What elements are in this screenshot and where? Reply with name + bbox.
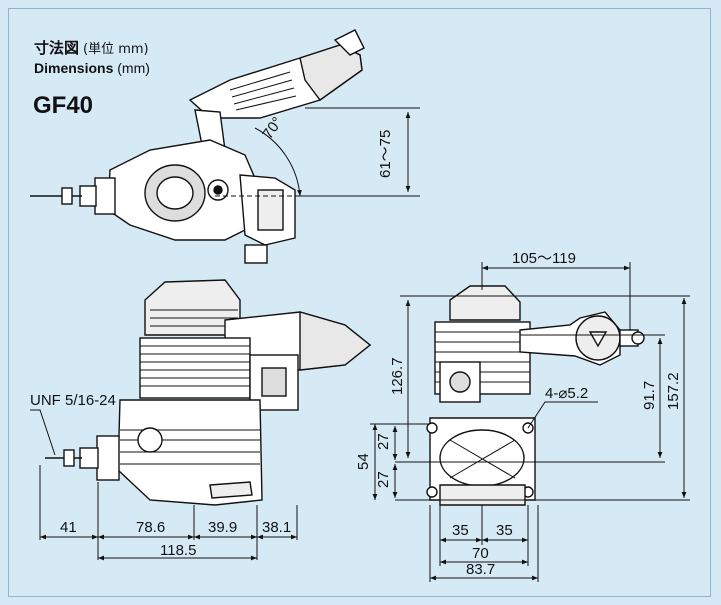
rear-view-engine [426,285,645,506]
title-japanese: 寸法図(単位 mm) [34,39,149,57]
dim-105-119: 105〜119 [512,250,576,267]
dim-126-7: 126.7 [389,357,406,395]
dim-39-9: 39.9 [208,519,237,536]
rear-view-dimensions [370,262,690,582]
angle-label: 70° [259,114,286,142]
top-view-dimensions [215,107,420,197]
dim-27-lower: 27 [375,471,392,488]
dim-91-7: 91.7 [641,381,658,410]
dim-38-1: 38.1 [262,519,291,536]
side-view-dimensions [39,465,298,561]
height-range-label: 61〜75 [377,130,394,178]
title-english: Dimensions (mm) [34,60,150,76]
side-view-engine [45,279,372,506]
dim-70: 70 [472,545,489,562]
dim-35-right: 35 [496,522,513,539]
dim-35-left: 35 [452,522,469,539]
border-frame [8,8,711,597]
dim-27-upper: 27 [375,433,392,450]
top-view-engine [30,29,365,264]
dim-41: 41 [60,519,77,536]
dim-157-2: 157.2 [665,372,682,410]
holes-label: 4-⌀5.2 [545,385,588,402]
thread-label: UNF 5/16-24 [30,392,116,409]
dim-118-5: 118.5 [160,542,196,559]
dim-83-7: 83.7 [466,561,495,578]
dim-78-6: 78.6 [136,519,165,536]
model-name: GF40 [33,92,94,119]
dim-54: 54 [355,453,372,470]
thread-leader [30,409,56,456]
